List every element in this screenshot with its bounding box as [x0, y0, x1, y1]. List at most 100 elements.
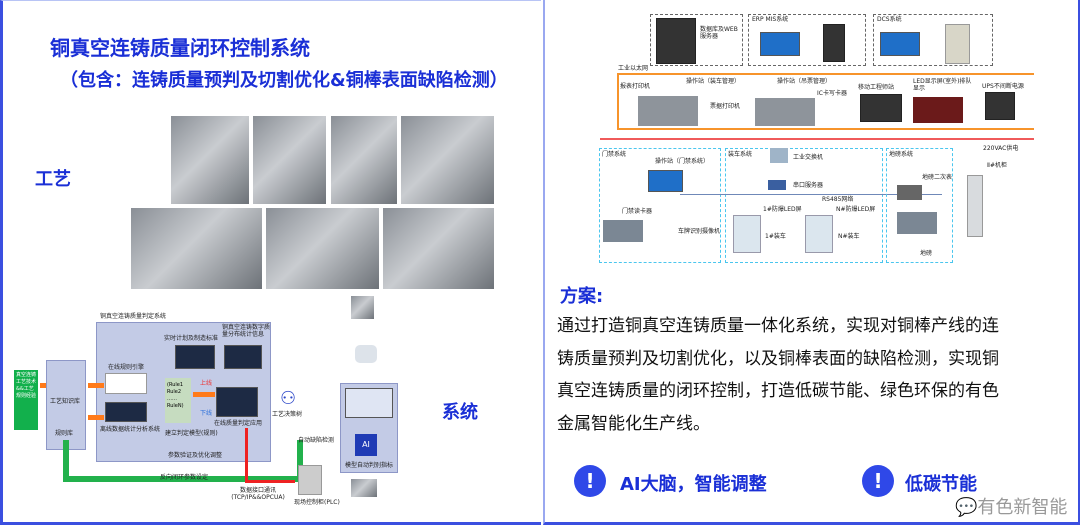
red-arrow [245, 428, 248, 480]
model-label: 模型自动判别指标 [345, 462, 394, 469]
ic-label: IC卡写卡器 [817, 90, 847, 97]
stats-label: 铜真空连铸数字质量分布统计信息 [222, 324, 271, 338]
plc-label: 现场控制柜(PLC) [294, 499, 340, 506]
comm-label: 数据接口通讯(TCP/IP&&OPCUA) [231, 487, 285, 501]
left-panel [0, 0, 541, 525]
cabinet-label: Ⅱ#机柜 [987, 162, 1007, 169]
dcs-monitor [880, 32, 920, 56]
scale-system-label: 地磅系统 [889, 151, 914, 158]
ups-icon [985, 92, 1015, 120]
param-verify-label: 参数验证及优化调整 [168, 452, 223, 459]
car1-label: 1#装车 [765, 233, 786, 240]
web-server-group [650, 14, 743, 66]
arrow [40, 383, 46, 388]
process-photo [382, 207, 495, 290]
system-label: 系统 [442, 402, 478, 423]
switch-label: 工业交换机 [793, 154, 824, 161]
rs485-label: RS485网络 [822, 196, 854, 203]
page-title: 铜真空连铸质量闭环控制系统 [50, 36, 310, 60]
op2-label: 操作站（吊票管理） [777, 78, 832, 85]
power-label: 220VAC供电 [983, 145, 1019, 152]
red-arrow [245, 480, 295, 483]
rule-base-label: 规则库 [55, 430, 74, 437]
process-photo [252, 115, 327, 205]
op1-label: 操作站（装车管理） [686, 78, 741, 85]
serial-server-icon [768, 180, 786, 190]
plan-heading: 方案: [560, 286, 604, 307]
scale-display-icon [897, 185, 922, 200]
ai-chip-icon: AI [355, 434, 377, 456]
reverse-loop-arrow [63, 440, 303, 482]
offline-label: 离线数据统计分析系统 [100, 426, 161, 433]
serial-label: 串口服务器 [793, 182, 824, 189]
knowledge-base-box [46, 360, 86, 450]
gate-system-label: 门禁系统 [602, 151, 627, 158]
process-photo [330, 115, 398, 205]
erp-group [748, 14, 866, 66]
truck-icon [603, 220, 643, 242]
offline-screen [105, 402, 147, 422]
detection-screen [345, 388, 393, 418]
watermark: 💬有色新智能 [955, 497, 1067, 519]
process-photo [265, 207, 380, 290]
cabinet-icon [967, 175, 983, 237]
process-photo [170, 115, 250, 205]
server-icon [656, 18, 696, 64]
erp-rack [823, 24, 845, 62]
erp-label: ERP MIS系统 [752, 16, 789, 23]
rules-box: (Rule1 Rule2 …… RuleN) [165, 378, 191, 423]
auto-detect-label: 自动缺陷检测 [298, 437, 335, 444]
gate-op-label: 操作站（门禁系统） [655, 158, 710, 165]
watermark-text: 有色新智能 [977, 497, 1068, 518]
process-photo [400, 115, 495, 205]
plan-line: 通过打造铜真空连铸质量一体化系统，实现对铜棒产线的连 [557, 316, 999, 336]
loading-system-group [725, 148, 883, 263]
offline-arrow-label: 下线 [200, 410, 213, 417]
rule-engine-label: 在线规则引擎 [108, 364, 145, 371]
image-stack [350, 295, 375, 320]
rs485-line [680, 194, 942, 195]
ethernet-line [617, 128, 1034, 130]
ethernet-line [617, 73, 619, 129]
ticket-printer-label: 票据打印机 [710, 103, 741, 110]
plan-text: 通过打造铜真空连铸质量一体化系统，实现对铜棒产线的连 铸质量预判及切割优化，以及… [557, 310, 1062, 440]
input-box: 真空连铸工艺技术&&工艺规则经验 [14, 370, 38, 430]
plan-line: 金属智能化生产线。 [557, 413, 710, 434]
exclamation-icon: ! [574, 465, 606, 497]
camera-icon [355, 345, 377, 363]
feature-green: 低碳节能 [905, 474, 977, 495]
mobile-label: 移动工程师站 [858, 84, 895, 91]
scale-display-label: 地磅二次表 [922, 174, 953, 181]
dcs-cabinet [945, 24, 970, 64]
arrow [88, 383, 104, 388]
dcs-label: DCS系统 [877, 16, 902, 23]
laptop-icon [860, 94, 902, 122]
plate-camera-label: 车牌识别摄像机 [678, 228, 721, 235]
erp-monitor [760, 32, 800, 56]
ethernet-label: 工业以太网 [618, 65, 649, 72]
decision-tree-icon: ⚇ [280, 388, 297, 409]
scale-system-group [886, 148, 953, 263]
ledn-label: N#防爆LED屏 [836, 206, 876, 213]
scale-label: 地磅 [920, 250, 933, 257]
power-line [600, 138, 1034, 140]
gate-monitor [648, 170, 683, 192]
rule-engine-screen [105, 373, 147, 394]
online-arrow-label: 上线 [200, 380, 213, 387]
plan-line: 真空连铸质量的闭环控制，打造低碳节能、绿色环保的有色 [557, 381, 999, 401]
realtime-screen [175, 345, 215, 369]
web-server-label: 数据库及WEB服务器 [700, 26, 738, 40]
exclamation-icon: ! [862, 465, 894, 497]
field-photo [350, 478, 378, 498]
plc-cabinet [298, 465, 322, 495]
ethernet-line [617, 73, 1034, 75]
process-photo [130, 207, 263, 290]
led-label: LED显示屏(室外)排队显示 [913, 78, 972, 92]
operator-desk [755, 98, 815, 126]
led1-label: 1#防爆LED屏 [763, 206, 802, 213]
truck-icon [897, 212, 937, 234]
report-printer-label: 报表打印机 [620, 83, 651, 90]
reverse-label: 反向闭环参数设定 [160, 474, 209, 481]
online-app-label: 在线质量判定应用 [214, 420, 263, 427]
switch-icon [770, 148, 788, 163]
